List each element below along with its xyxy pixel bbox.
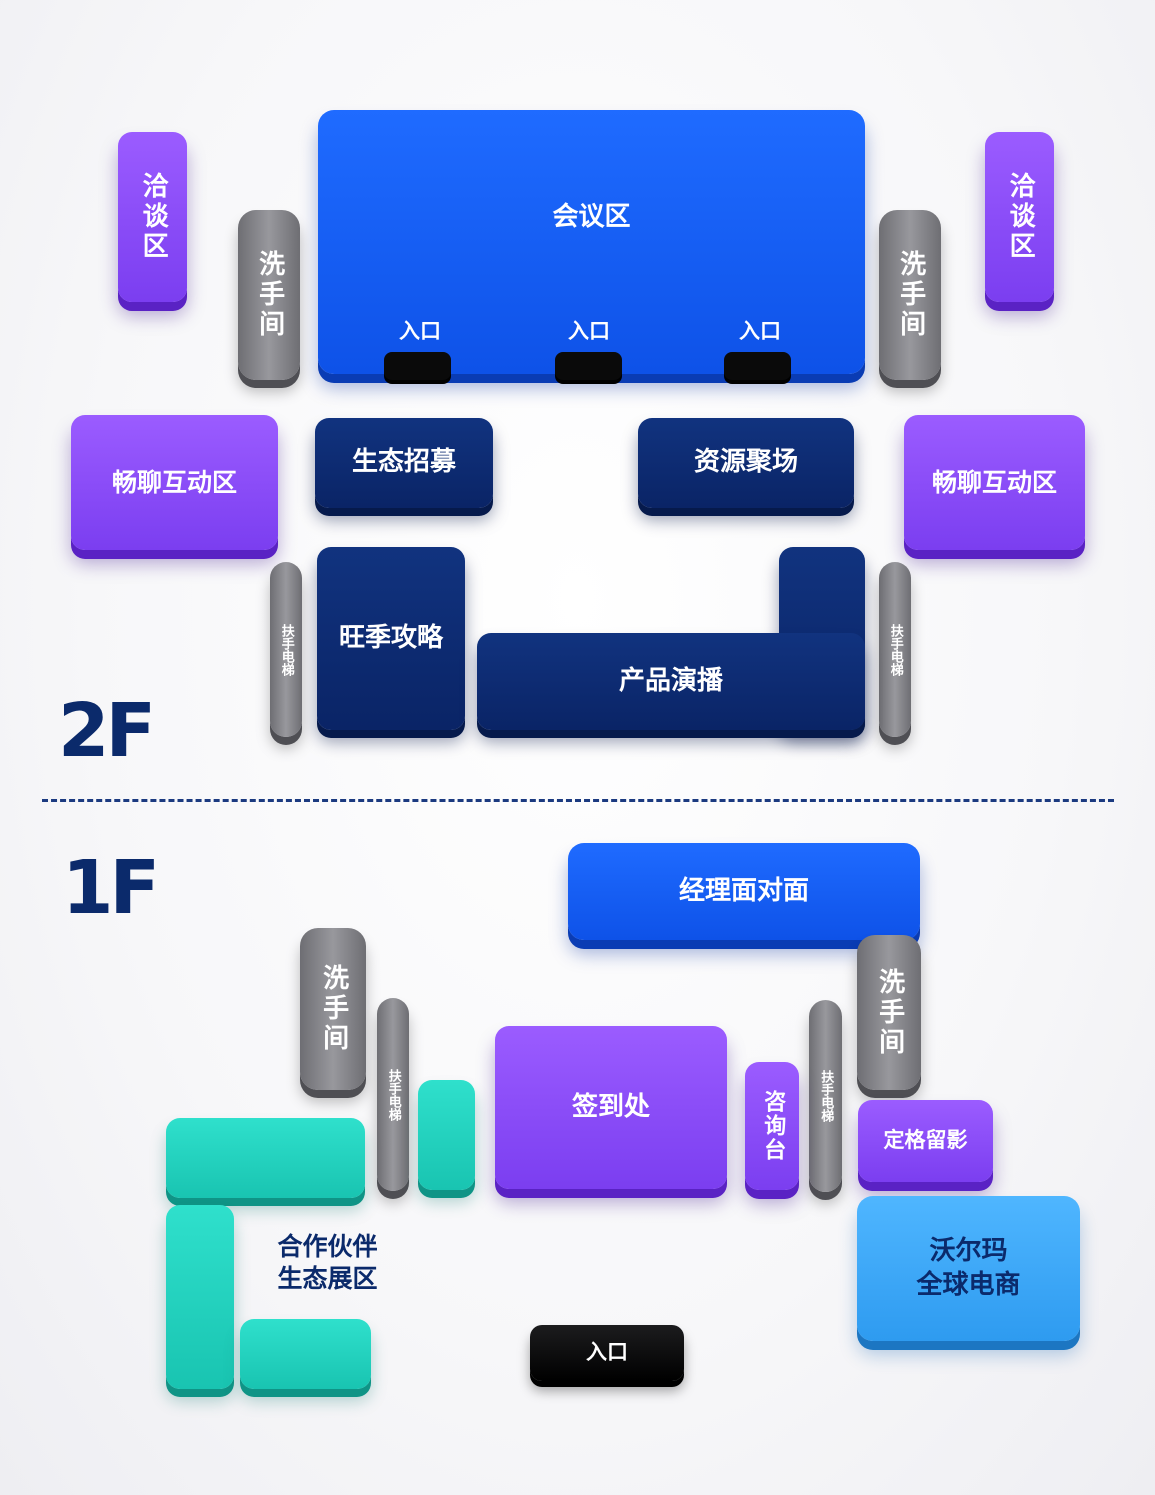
partner-zone-label[interactable]: 合作伙伴 生态展区 [240, 1222, 415, 1304]
ecology-recruit-label: 生态招募 [351, 447, 456, 478]
meeting-zone[interactable]: 会议区 [318, 110, 865, 374]
walmart-global-zone[interactable]: 沃尔玛 全球电商 [857, 1196, 1080, 1341]
chat-zone-right[interactable]: 畅聊互动区 [904, 415, 1085, 550]
main-entrance[interactable]: 入口 [530, 1325, 684, 1381]
meeting-entrance-door-2[interactable] [555, 352, 622, 380]
restroom-1f-left[interactable]: 洗手间 [300, 928, 366, 1090]
escalator-2f-right[interactable]: 扶手电梯 [879, 562, 911, 737]
meeting-entrance-door-1[interactable] [384, 352, 451, 380]
escalator-2f-right-label: 扶手电梯 [887, 623, 903, 676]
peak-strategy-label: 旺季攻略 [338, 622, 443, 653]
walmart-label-line2: 全球电商 [916, 1269, 1021, 1300]
escalator-2f-left[interactable]: 扶手电梯 [270, 562, 302, 737]
partner-zone-label-line1: 合作伙伴 [277, 1231, 378, 1261]
restroom-1f-left-label: 洗手间 [318, 964, 349, 1054]
meeting-entrance-label-2: 入口 [568, 319, 610, 343]
peak-strategy-zone[interactable]: 旺季攻略 [317, 547, 465, 730]
negotiation-zone-left-label: 洽谈区 [138, 172, 169, 262]
escalator-2f-left-label: 扶手电梯 [278, 623, 294, 676]
resource-gather-zone[interactable]: 资源聚场 [638, 418, 854, 508]
walmart-label-line1: 沃尔玛 [929, 1235, 1008, 1266]
restroom-2f-right[interactable]: 洗手间 [879, 210, 941, 380]
manager-face-label: 经理面对面 [678, 875, 809, 906]
partner-zone-top-bar [166, 1118, 365, 1198]
floor-2f-label: 2F [58, 688, 156, 774]
negotiation-zone-right[interactable]: 洽谈区 [985, 132, 1054, 302]
info-desk[interactable]: 咨询台 [745, 1062, 799, 1190]
partner-zone-label-line2: 生态展区 [277, 1264, 378, 1293]
escalator-1f-left-label: 扶手电梯 [385, 1068, 401, 1121]
negotiation-zone-right-label: 洽谈区 [1005, 172, 1036, 262]
escalator-1f-left[interactable]: 扶手电梯 [377, 998, 409, 1191]
chat-zone-right-label: 畅聊互动区 [931, 467, 1057, 497]
partner-zone-block-small [418, 1080, 475, 1190]
checkin-zone[interactable]: 签到处 [495, 1026, 727, 1189]
photo-spot-zone[interactable]: 定格留影 [858, 1100, 993, 1182]
restroom-2f-left-label: 洗手间 [254, 250, 285, 340]
info-desk-label: 咨询台 [760, 1090, 786, 1162]
ecology-recruit-zone[interactable]: 生态招募 [315, 418, 493, 508]
restroom-2f-left[interactable]: 洗手间 [238, 210, 300, 380]
escalator-1f-right-label: 扶手电梯 [818, 1070, 834, 1122]
photo-spot-label: 定格留影 [883, 1128, 968, 1153]
chat-zone-left[interactable]: 畅聊互动区 [71, 415, 278, 550]
checkin-label: 签到处 [571, 1091, 650, 1122]
meeting-entrance-label-1: 入口 [399, 319, 441, 343]
negotiation-zone-left[interactable]: 洽谈区 [118, 132, 187, 302]
partner-zone-bottom-bar [240, 1319, 371, 1389]
manager-face-zone[interactable]: 经理面对面 [568, 843, 920, 940]
restroom-1f-right-label: 洗手间 [874, 967, 905, 1058]
restroom-1f-right[interactable]: 洗手间 [857, 935, 921, 1090]
floor-divider [42, 799, 1114, 802]
meeting-entrance-label-3: 入口 [739, 319, 781, 343]
chat-zone-left-label: 畅聊互动区 [111, 467, 237, 497]
product-demo-label: 产品演播 [618, 665, 723, 696]
meeting-entrance-door-3[interactable] [724, 352, 791, 380]
meeting-zone-label: 会议区 [552, 202, 631, 232]
escalator-1f-right[interactable]: 扶手电梯 [809, 1000, 842, 1192]
restroom-2f-right-label: 洗手间 [895, 250, 926, 340]
resource-gather-label: 资源聚场 [693, 447, 798, 478]
partner-zone-left-bar [166, 1205, 234, 1389]
floor-1f-label: 1F [62, 845, 160, 931]
main-entrance-label: 入口 [586, 1340, 628, 1365]
product-demo-zone[interactable]: 产品演播 [477, 633, 865, 730]
